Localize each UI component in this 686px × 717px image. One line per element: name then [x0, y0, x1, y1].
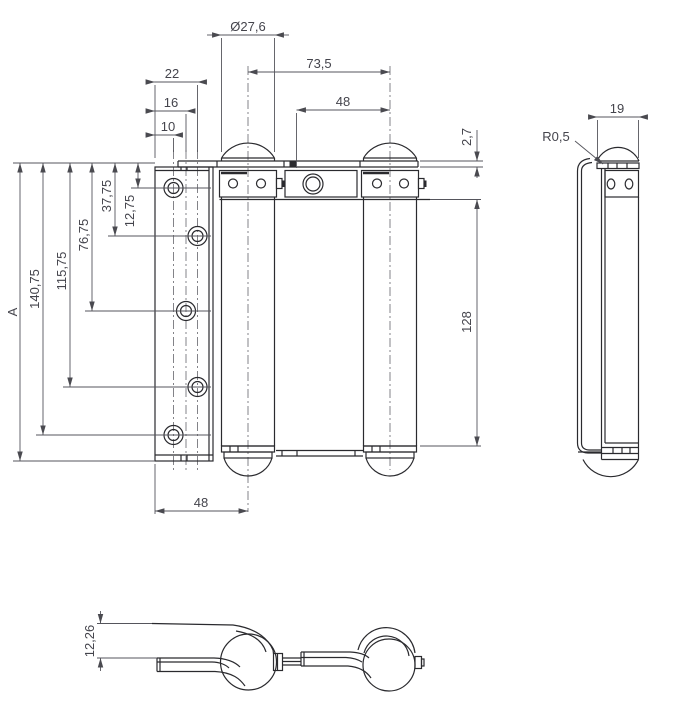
- adjuster-pin-hole: [227, 178, 239, 189]
- adjuster-pin-hole: [371, 178, 383, 189]
- dome-bottom-left: [223, 457, 273, 477]
- top-cover-plate: [177, 160, 419, 168]
- tension-pin-right: [417, 177, 425, 190]
- strap-hole: [302, 173, 324, 195]
- dome-bottom-right: [365, 457, 415, 477]
- plate-joint-mark: [289, 161, 296, 167]
- dim-knuckle-width-label: 19: [610, 101, 624, 116]
- dim-pin-distance-label: 73,5: [306, 56, 331, 71]
- dim-hole4-label: 115,75: [54, 252, 69, 291]
- dim-leaf-width-label: 22: [165, 66, 179, 81]
- center-pin-block: [272, 652, 301, 672]
- screw-holes: [163, 177, 208, 446]
- barrel-section-right: [362, 638, 416, 692]
- side-dome-cap-top: [596, 146, 640, 162]
- dim-pin-to-leaf-bottom-label: 48: [194, 495, 208, 510]
- dim-barrel-length-label: 128: [459, 311, 474, 333]
- dome-cap-right: [362, 142, 418, 159]
- dim-hole1-label: 12,75: [122, 195, 137, 228]
- dim-hole5-label: 140,75: [27, 269, 42, 309]
- spring-barrel-right: [360, 142, 427, 477]
- top-view-dimensions: 12,26: [82, 611, 157, 671]
- dim-hole-col-a-label: 10: [161, 119, 175, 134]
- side-dimensions: 19 R0,5: [542, 101, 648, 165]
- spring-barrel-left: [218, 142, 285, 477]
- dome-cap-left: [220, 142, 276, 159]
- dim-leaf-plane-offset-label: 12,26: [82, 625, 97, 658]
- dim-barrel-diameter-label: Ø27,6: [230, 19, 265, 34]
- front-dimensions: A 140,75 115,75 76,75 37,75 12,75 10 16 …: [5, 19, 483, 514]
- dim-hole2-label: 37,75: [99, 180, 114, 213]
- side-dome-cap-bottom: [582, 459, 640, 478]
- dim-edge-radius-label: R0,5: [542, 129, 569, 144]
- side-adjuster-collar: [604, 169, 640, 198]
- adjuster-pin-hole: [255, 178, 267, 189]
- dim-overall-length-label: A: [5, 307, 20, 316]
- dim-cap-plate-thickness-label: 2,7: [459, 128, 474, 146]
- center-strap: [219, 169, 430, 457]
- dim-hole-col-b-label: 16: [164, 95, 178, 110]
- leaf-plate: [154, 166, 214, 462]
- dim-pin-to-leaf-top-label: 48: [336, 94, 350, 109]
- side-leaf-edge: [576, 157, 602, 454]
- front-view: A 140,75 115,75 76,75 37,75 12,75 10 16 …: [5, 19, 483, 514]
- side-knuckle: [578, 146, 640, 478]
- top-view: 12,26: [82, 611, 425, 692]
- tension-pin-left: [275, 177, 283, 190]
- side-view: 19 R0,5: [542, 101, 648, 478]
- leaf-arm-right: [300, 627, 425, 679]
- adjuster-pin-hole: [624, 178, 634, 190]
- adjuster-pin-hole: [606, 178, 616, 190]
- dim-hole3-label: 76,75: [76, 219, 91, 252]
- tension-pin-top-view: [414, 655, 423, 670]
- adjuster-pin-hole: [398, 178, 410, 189]
- leaf-arm-left: [151, 622, 275, 687]
